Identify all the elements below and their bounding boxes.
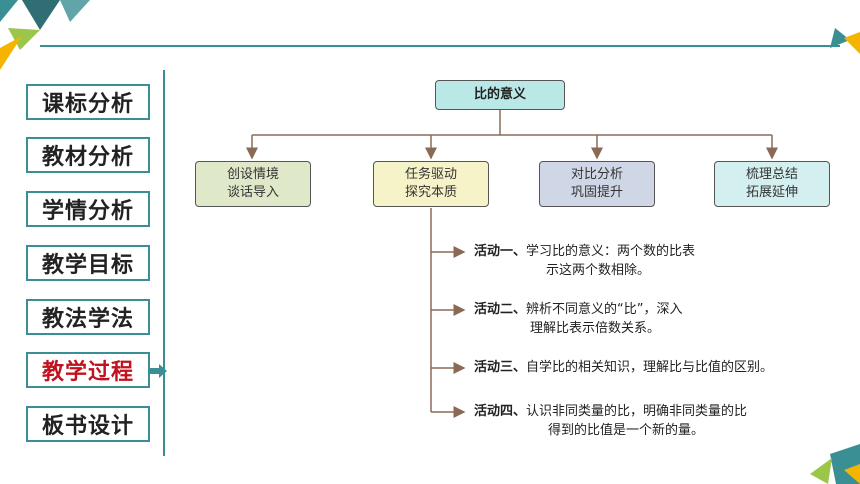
corner-decoration-top-left (0, 0, 90, 70)
activity-text-line2: 示这两个数相除。 (546, 263, 651, 278)
activity-title: 活动二、 (474, 302, 527, 317)
nav-item-board-design[interactable]: 板书设计 (26, 406, 150, 442)
activity-item-2: 活动二、辨析不同意义的“比”，深入 理解比表示倍数关系。 (474, 300, 774, 338)
stage-label-line2: 巩固提升 (570, 185, 623, 200)
activity-text-line1: 辨析不同意义的“比”，深入 (526, 302, 683, 317)
activity-text-line2: 得到的比值是一个新的量。 (548, 423, 705, 438)
stage-node-2: 任务驱动 探究本质 (373, 161, 489, 207)
corner-decoration-bottom-right (810, 444, 860, 484)
activity-title: 活动一、 (474, 244, 527, 259)
activity-text-line2: 理解比表示倍数关系。 (530, 321, 661, 336)
stage-label-line1: 梳理总结 (745, 167, 798, 182)
activity-item-3: 活动三、自学比的相关知识，理解比与比值的区别。 (474, 358, 854, 377)
activity-title: 活动三、 (474, 360, 527, 375)
stage-label-line2: 探究本质 (404, 185, 457, 200)
nav-item-methods[interactable]: 教法学法 (26, 299, 150, 335)
activity-title: 活动四、 (474, 404, 527, 419)
active-pointer-icon (150, 364, 167, 378)
stage-node-3: 对比分析 巩固提升 (539, 161, 655, 207)
root-label: 比的意义 (473, 87, 526, 102)
stage-label-line2: 谈话导入 (226, 185, 279, 200)
corner-decoration-top-right (830, 28, 860, 54)
stage-label-line2: 拓展延伸 (745, 185, 798, 200)
root-node: 比的意义 (435, 80, 565, 110)
stage-node-4: 梳理总结 拓展延伸 (714, 161, 830, 207)
activity-text-line1: 自学比的相关知识，理解比与比值的区别。 (526, 360, 774, 375)
nav-item-process[interactable]: 教学过程 (26, 352, 150, 388)
activity-text-line1: 学习比的意义：两个数的比表 (526, 244, 696, 259)
stage-label-line1: 对比分析 (570, 167, 623, 182)
activity-item-4: 活动四、认识非同类量的比，明确非同类量的比 得到的比值是一个新的量。 (474, 402, 834, 440)
header-divider (40, 45, 840, 47)
stage-node-1: 创设情境 谈话导入 (195, 161, 311, 207)
stage-label-line1: 任务驱动 (404, 167, 457, 182)
nav-item-objectives[interactable]: 教学目标 (26, 245, 150, 281)
stage-label-line1: 创设情境 (226, 167, 279, 182)
activity-text-line1: 认识非同类量的比，明确非同类量的比 (526, 404, 748, 419)
nav-item-textbook[interactable]: 教材分析 (26, 137, 150, 173)
activity-item-1: 活动一、学习比的意义：两个数的比表 示这两个数相除。 (474, 242, 774, 280)
nav-item-curriculum[interactable]: 课标分析 (26, 84, 150, 120)
nav-item-learners[interactable]: 学情分析 (26, 191, 150, 227)
nav-divider (163, 70, 165, 456)
